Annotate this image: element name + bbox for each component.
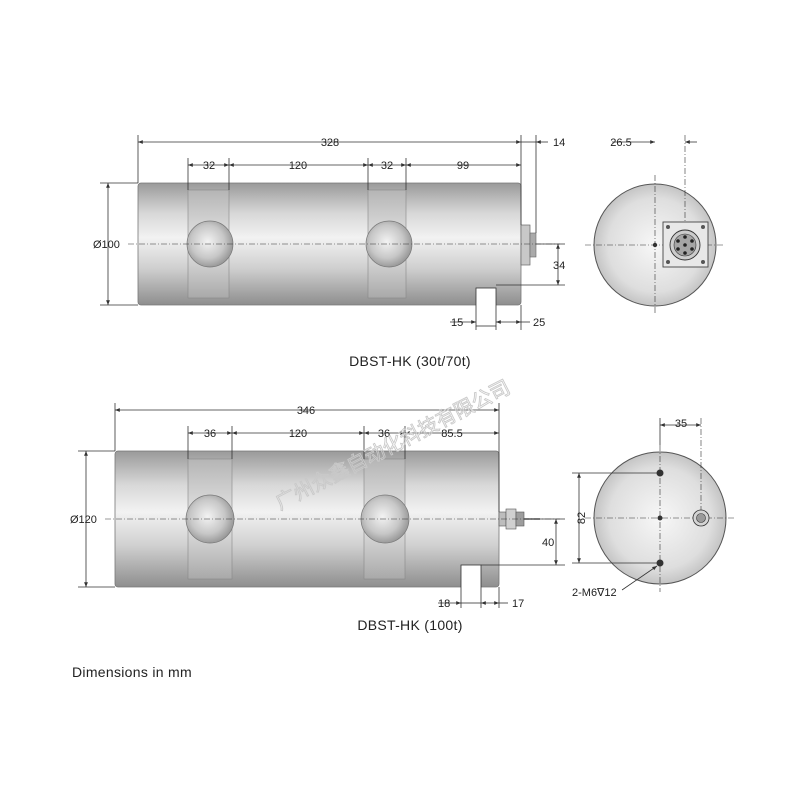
dim2-seg-d: 85.5: [441, 428, 462, 440]
dim1-foot-left: 15: [451, 317, 463, 329]
dim2-foot-left: 18: [438, 598, 450, 610]
dim1-seg-a: 32: [203, 160, 215, 172]
dim2-seg-c: 36: [378, 428, 390, 440]
foot-2: [460, 564, 482, 604]
dim2-total-length: 346: [297, 405, 315, 417]
connector-1-tip: [529, 232, 537, 258]
dim1-end-offset: 26.5: [610, 137, 631, 149]
dim1-seg-d: 99: [457, 160, 469, 172]
drawing-1-end-view: [585, 135, 725, 315]
dim2-diameter: Ø120: [70, 514, 97, 526]
dim1-total-length: 328: [321, 137, 339, 149]
units-note: Dimensions in mm: [72, 664, 192, 680]
dim2-height-40: 40: [542, 537, 554, 549]
dim2-seg-a: 36: [204, 428, 216, 440]
dim1-foot-right: 25: [533, 317, 545, 329]
dim2-bolt-circle: 82: [576, 512, 588, 524]
connector-1: [520, 224, 531, 266]
dim1-seg-b: 120: [289, 160, 307, 172]
dim1-height-34: 34: [553, 260, 565, 272]
dim2-foot-right: 17: [512, 598, 524, 610]
drawing2-title: DBST-HK (100t): [357, 617, 462, 633]
dim2-seg-b: 120: [289, 428, 307, 440]
foot-1: [475, 287, 497, 327]
drawing1-title: DBST-HK (30t/70t): [349, 353, 471, 369]
drawing-1-side-view: [100, 135, 565, 330]
dim1-diameter: Ø100: [93, 239, 120, 251]
drawing-2-side-view: [78, 403, 565, 608]
dim1-connector-len: 14: [553, 137, 565, 149]
drawing-2-end-view: [572, 418, 735, 592]
dim2-end-offset: 35: [675, 418, 687, 430]
dim2-thread-spec: 2-M6∇12: [572, 587, 617, 599]
dim1-seg-c: 32: [381, 160, 393, 172]
